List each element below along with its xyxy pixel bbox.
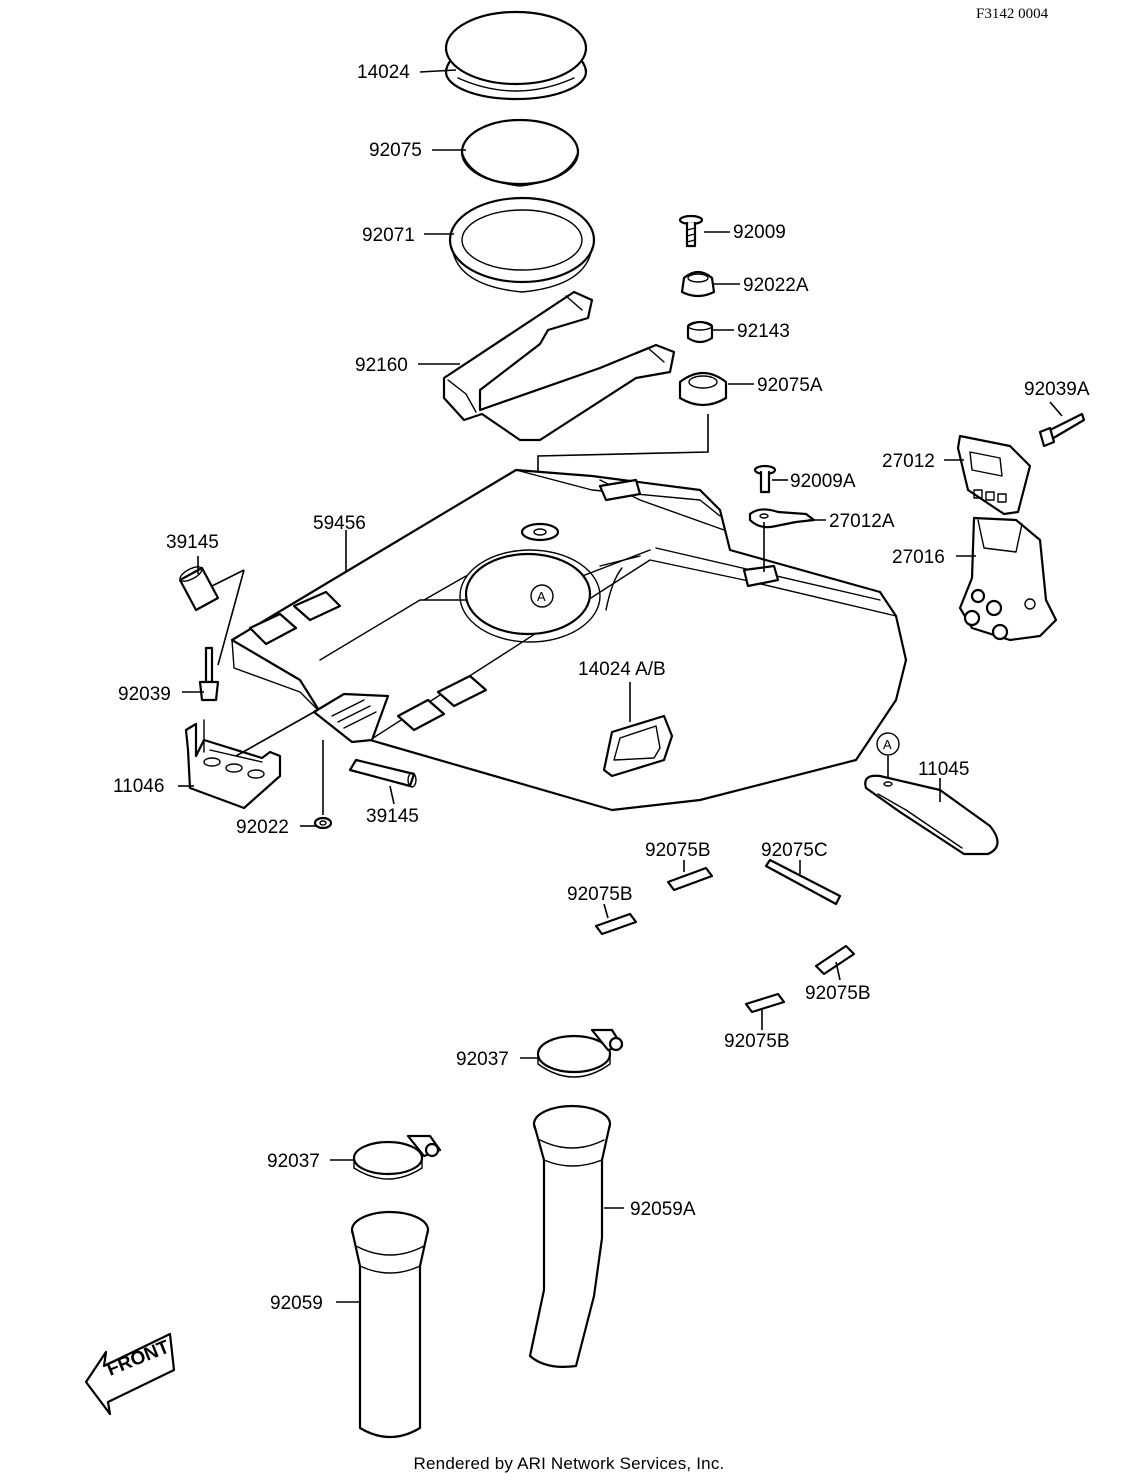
leader-39145-top [217,569,245,666]
part-labels: 14024 92075 92071 92160 92009 92022A 921… [113,62,1090,1314]
label-92009A[interactable]: 92009A [790,471,856,492]
label-92022[interactable]: 92022 [236,817,289,838]
label-27012A[interactable]: 27012A [829,511,895,532]
rivet-92039A[interactable] [1038,412,1086,448]
leader-lines [178,69,1063,1303]
grommet-92022A[interactable] [680,270,716,298]
label-92075B-4[interactable]: 92075B [724,1031,790,1052]
label-92075B-1[interactable]: 92075B [645,840,711,861]
footer-credit: Rendered by ARI Network Services, Inc. [413,1454,725,1473]
label-92075B-3[interactable]: 92075B [805,983,871,1004]
diagram-code: F3142 0004 [976,6,1049,22]
label-92037-upper[interactable]: 92037 [456,1049,509,1070]
label-39145-top[interactable]: 39145 [166,532,219,553]
label-11046[interactable]: 11046 [113,776,164,797]
marker-A-body-label: A [537,589,546,604]
label-14024AB[interactable]: 14024 A/B [578,659,666,680]
label-92160[interactable]: 92160 [355,355,408,376]
leader-11046-to-body [235,711,315,757]
marker-A-body [530,584,554,608]
collar-92143[interactable] [686,320,714,344]
label-92075A[interactable]: 92075A [757,375,823,396]
label-92037-lower[interactable]: 92037 [267,1151,320,1172]
label-27012[interactable]: 27012 [882,451,935,472]
ring-92071[interactable] [448,196,596,293]
label-92075[interactable]: 92075 [369,140,422,161]
pad-92075B-1[interactable] [666,866,714,892]
label-92059A[interactable]: 92059A [630,1199,696,1220]
label-92009[interactable]: 92009 [733,222,786,243]
label-92039[interactable]: 92039 [118,684,171,705]
clamp-27012A[interactable] [748,508,816,529]
cover-body-59456[interactable] [230,468,908,812]
leader-39145-top-2 [211,569,245,587]
label-92075C[interactable]: 92075C [761,840,828,861]
washer-92022[interactable] [313,816,333,830]
frame-92160[interactable] [442,290,676,442]
hose-clamp-92037-lower[interactable] [352,1134,442,1180]
pad-92075C[interactable] [764,858,842,906]
seal-92075[interactable] [460,118,580,187]
plate-27012[interactable] [956,434,1032,516]
label-92039A[interactable]: 92039A [1024,379,1090,400]
pad-92075B-4[interactable] [744,992,786,1014]
hose-92059A[interactable] [528,1104,612,1368]
label-14024[interactable]: 14024 [357,62,410,83]
label-59456[interactable]: 59456 [313,513,366,534]
rivet-92039[interactable] [198,646,220,702]
grommet-92075A[interactable] [678,371,728,407]
marker-A-plate-label: A [883,737,892,752]
pad-92075B-2[interactable] [594,912,638,936]
hose-92059[interactable] [350,1210,430,1438]
pin-39145-bottom[interactable] [348,758,417,788]
label-92143[interactable]: 92143 [737,321,790,342]
front-arrow: FRONT [84,1332,176,1416]
label-11045[interactable]: 11045 [918,759,969,780]
label-39145-bottom[interactable]: 39145 [366,806,419,827]
cap-14024[interactable] [444,10,588,101]
hose-clamp-92037-upper[interactable] [536,1028,624,1078]
marker-A-plate [876,732,900,756]
label-92022A[interactable]: 92022A [743,275,809,296]
pad-92075B-3[interactable] [814,944,856,976]
screw-92009A[interactable] [753,464,777,494]
label-92059[interactable]: 92059 [270,1293,323,1314]
label-27016[interactable]: 27016 [892,547,945,568]
bracket-11046[interactable] [184,719,282,810]
plate-11045[interactable] [864,774,999,856]
label-92075B-2[interactable]: 92075B [567,884,633,905]
switch-box-27016[interactable] [958,516,1058,642]
pin-39145-top[interactable] [178,564,220,612]
screw-92009[interactable] [678,214,704,248]
label-92071[interactable]: 92071 [362,225,415,246]
